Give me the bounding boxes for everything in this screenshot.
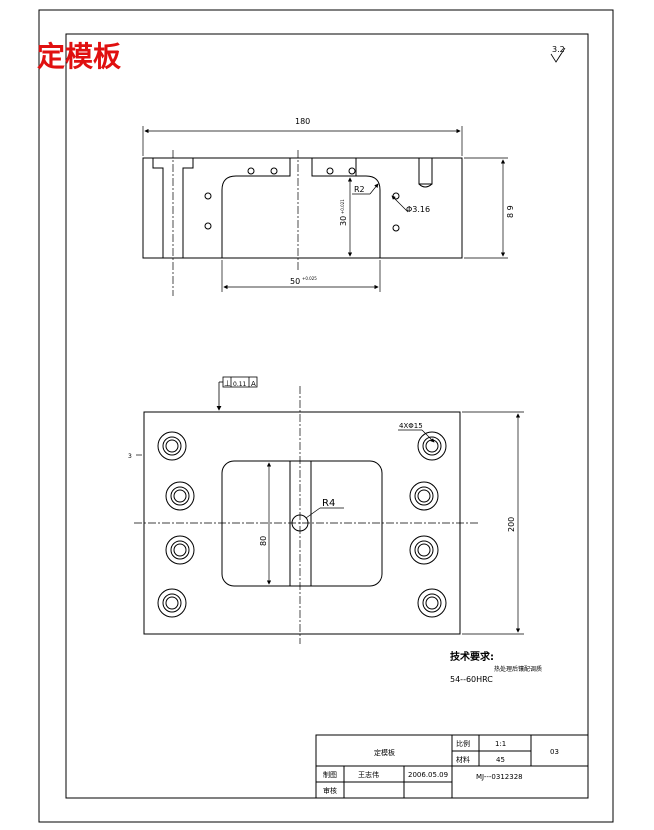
dim-slot-depth-tol: +0.021	[340, 199, 345, 214]
surface-finish-value: 3.2	[552, 45, 565, 54]
radius-label-top: R4	[322, 498, 335, 509]
hole-r3	[409, 535, 439, 565]
title-block	[315, 734, 589, 799]
radius-label-front: R2	[354, 185, 365, 194]
front-view-dimensions	[142, 126, 508, 292]
front-view	[142, 157, 463, 259]
tb-material-value: 45	[496, 756, 505, 764]
dim-slot-depth: 30	[339, 216, 348, 226]
notes-heading: 技术要求:	[450, 650, 494, 663]
dim-front-width: 180	[295, 117, 310, 126]
tb-part-name: 定模板	[374, 748, 395, 757]
tb-material-label: 材料	[456, 755, 470, 764]
dim-total-height: 200	[507, 517, 516, 532]
hole-label-front: Φ3.16	[406, 205, 430, 214]
tb-drawn-label: 制图	[323, 770, 337, 779]
notes-line2: 54--60HRC	[450, 675, 493, 684]
drawing-title: 定模板	[37, 40, 121, 73]
hole-bl	[157, 588, 187, 618]
hole-l2	[165, 481, 195, 511]
hole-tr	[417, 431, 447, 461]
hole-callout: 4XΦ15	[399, 422, 423, 430]
flatness-value: 0.11	[233, 381, 247, 388]
flatness-symbol: ⊥	[224, 379, 231, 388]
dim-slot-width-tol: +0.025	[302, 276, 317, 281]
tb-sheet-no: 03	[550, 748, 559, 756]
hole-r2	[409, 481, 439, 511]
top-view-centerlines	[134, 386, 478, 644]
dim-slot-width: 50	[290, 277, 300, 286]
notes-line1: 热处理后镶配调质	[494, 665, 542, 673]
front-view-centerlines	[172, 150, 299, 296]
hole-l3	[165, 535, 195, 565]
surface-finish-icon: 3.2	[550, 45, 566, 63]
hole-br	[417, 588, 447, 618]
counterbore-holes	[157, 431, 447, 618]
outer-border	[38, 9, 614, 823]
dim-front-height: 8 9	[506, 205, 515, 218]
datum-mark: 3	[128, 453, 132, 460]
hole-tl	[157, 431, 187, 461]
flatness-datum: A	[251, 380, 256, 388]
tb-scale-label: 比例	[456, 739, 470, 748]
tb-drawn-name: 王志伟	[358, 770, 379, 779]
flatness-tolerance-frame	[216, 376, 258, 411]
top-view-dimensions	[136, 411, 524, 635]
dim-pocket-height: 80	[259, 536, 268, 546]
tb-drawing-no: MJ---0312328	[476, 773, 523, 781]
tb-review-label: 审核	[323, 786, 337, 795]
tb-date: 2006.05.09	[408, 771, 448, 779]
tb-scale-value: 1:1	[495, 740, 506, 748]
